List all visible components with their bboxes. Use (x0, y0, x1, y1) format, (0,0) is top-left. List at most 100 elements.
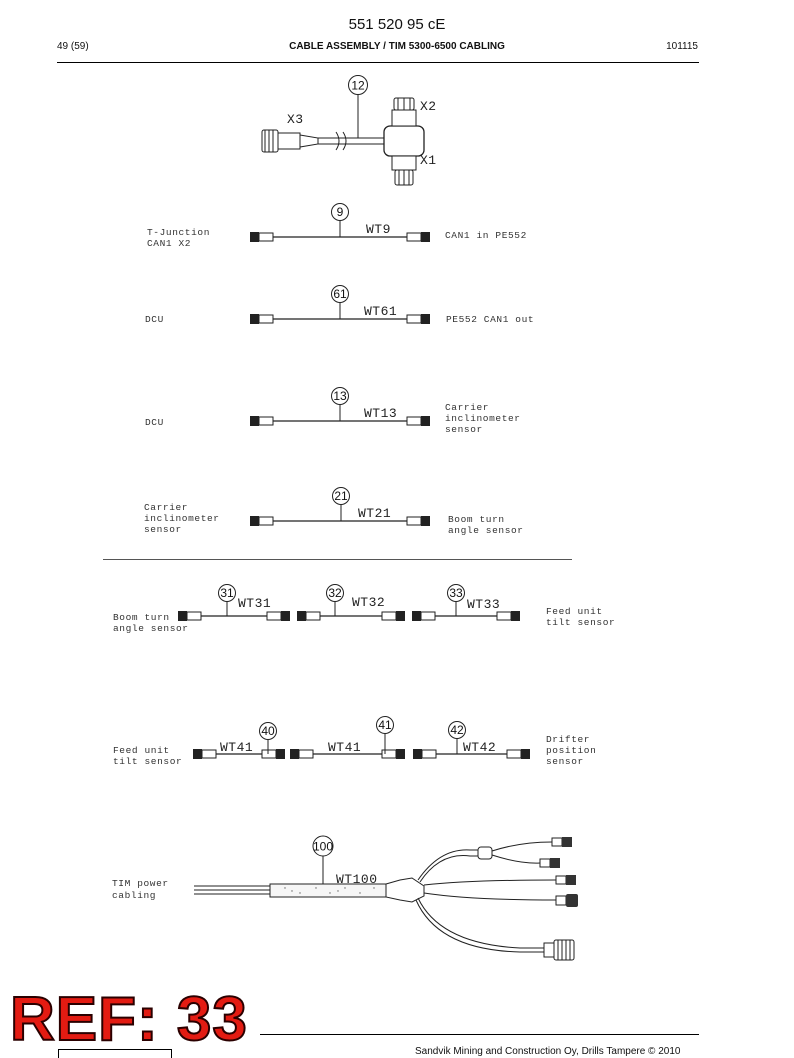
ref-number: 100 (313, 840, 333, 854)
ref-balloon-33: 33 (447, 584, 465, 616)
left-endpoint-line-1: Feed unit (113, 745, 170, 756)
ref-number: 12 (351, 79, 365, 93)
branch-connector (543, 939, 575, 961)
left-endpoint-line-1: Boom turn (113, 612, 170, 623)
cable-id-wt21: WT21 (358, 506, 391, 521)
cable-connector (178, 611, 202, 621)
cable-connector (406, 416, 430, 426)
cable-connector (406, 314, 430, 324)
right-endpoint-line-2: inclinometer (445, 413, 521, 424)
ref-balloon-100: 100 (312, 835, 334, 892)
cable-connector (250, 516, 274, 526)
left-endpoint-line-2: angle sensor (113, 623, 189, 634)
branch-connector (555, 894, 578, 907)
right-endpoint-line-1: Boom turn (448, 514, 505, 525)
right-endpoint-line-2: tilt sensor (546, 617, 615, 628)
ref-number: 32 (328, 586, 342, 600)
right-endpoint-line-1: Feed unit (546, 606, 603, 617)
power-label-line-2: cabling (112, 890, 156, 901)
cable-connector (266, 611, 290, 621)
ref-stamp: REF: 33 (9, 984, 248, 1055)
cable-connector (250, 232, 274, 242)
ref-number: 9 (337, 205, 344, 219)
left-endpoint-line-2: tilt sensor (113, 756, 182, 767)
right-endpoint-line-1: PE552 CAN1 out (446, 314, 534, 325)
power-label-line-1: TIM power (112, 878, 169, 889)
ref-balloon-61: 61 (331, 285, 349, 319)
document-number: 551 520 95 cE (348, 16, 446, 33)
cable-connector (297, 611, 321, 621)
branch-connector (539, 858, 560, 868)
cable-connector (261, 749, 285, 759)
cable-id-wt100: WT100 (336, 872, 378, 887)
x3-label: X3 (287, 112, 304, 127)
ref-balloon-40: 40 (259, 722, 277, 754)
cable-id-wt9: WT9 (366, 222, 391, 237)
cable-connector (250, 314, 274, 324)
ref-balloon-21: 21 (332, 487, 350, 521)
left-endpoint-line-3: sensor (144, 524, 182, 535)
x2-label: X2 (420, 99, 437, 114)
footer-logo (58, 1049, 172, 1058)
page-title: CABLE ASSEMBLY / TIM 5300-6500 CABLING (289, 41, 505, 52)
t-junction-body (383, 97, 425, 186)
branch-connector (551, 837, 572, 847)
left-endpoint-line-1: T-Junction (147, 227, 210, 238)
ref-balloon-32: 32 (326, 584, 344, 616)
ref-balloon-41: 41 (376, 716, 394, 754)
right-endpoint-line-2: position (546, 745, 596, 756)
left-endpoint-line-1: Carrier (144, 502, 188, 513)
cable-connector (381, 611, 405, 621)
ref-number: 13 (333, 389, 347, 403)
cable-connector (193, 749, 217, 759)
ref-number: 33 (449, 586, 463, 600)
ref-number: 41 (378, 718, 392, 732)
cable-connector (406, 516, 430, 526)
cable-jacket (269, 883, 387, 898)
right-endpoint-line-3: sensor (546, 756, 584, 767)
ref-balloon-31: 31 (218, 584, 236, 616)
left-endpoint-line-1: DCU (145, 417, 164, 428)
right-endpoint-line-3: sensor (445, 424, 483, 435)
ref-number: 61 (333, 287, 347, 301)
left-endpoint-line-2: CAN1 X2 (147, 238, 191, 249)
cable-connector (290, 749, 314, 759)
cable-connector (496, 611, 520, 621)
cable-id-wt41: WT41 (328, 740, 361, 755)
branch-connector (555, 875, 576, 885)
cable-id-wt33: WT33 (467, 597, 500, 612)
header-rule (57, 62, 699, 63)
ref-number: 21 (334, 489, 348, 503)
ref-balloon-13: 13 (331, 387, 349, 421)
document-code: 101115 (666, 41, 698, 52)
left-endpoint-line-2: inclinometer (144, 513, 220, 524)
cable-connector (250, 416, 274, 426)
cable-id-wt42: WT42 (463, 740, 496, 755)
cable-id-wt32: WT32 (352, 595, 385, 610)
cable-id-wt31: WT31 (238, 596, 271, 611)
cable-id-wt13: WT13 (364, 406, 397, 421)
page-number: 49 (59) (57, 41, 89, 52)
right-endpoint-line-1: Carrier (445, 402, 489, 413)
ref-balloon-42: 42 (448, 721, 466, 754)
ref-number: 42 (450, 723, 464, 737)
cable-connector (413, 749, 437, 759)
ref-balloon-9: 9 (331, 203, 349, 237)
ref-number: 31 (220, 586, 234, 600)
cable-id-wt41: WT41 (220, 740, 253, 755)
right-endpoint-line-1: CAN1 in PE552 (445, 230, 527, 241)
footer-copyright: Sandvik Mining and Construction Oy, Dril… (415, 1046, 681, 1057)
